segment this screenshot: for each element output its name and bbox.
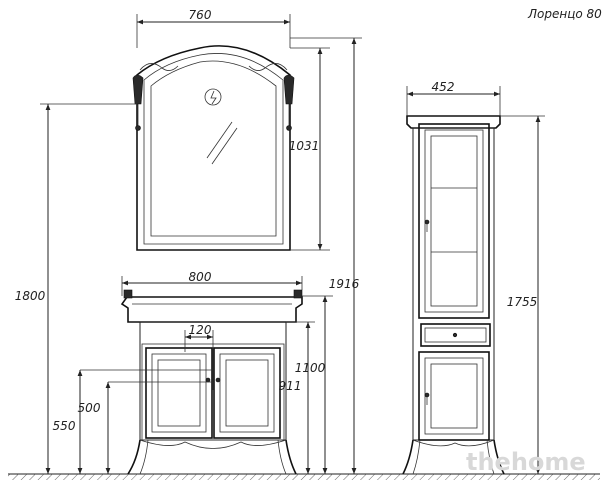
dim-sink-width: 800 bbox=[121, 270, 303, 296]
dim-mirror-height: 1031 bbox=[289, 47, 330, 251]
dim-sink-top-height: 1100 bbox=[295, 295, 333, 474]
dim-label-1031: 1031 bbox=[289, 139, 320, 153]
dim-mirror-width: 760 bbox=[136, 8, 291, 48]
floor bbox=[8, 473, 600, 480]
mirror bbox=[132, 45, 295, 251]
dim-label-1100: 1100 bbox=[295, 361, 326, 375]
column-cabinet bbox=[402, 115, 505, 475]
dim-label-550: 550 bbox=[53, 419, 76, 433]
dim-label-911: 911 bbox=[279, 379, 302, 393]
dim-pipe-height-500: 500 bbox=[78, 382, 111, 474]
dim-label-1755: 1755 bbox=[507, 295, 538, 309]
dim-pipe-height-550: 550 bbox=[53, 370, 83, 474]
dim-label-452: 452 bbox=[432, 80, 455, 94]
dim-total-height: 1916 bbox=[290, 37, 362, 474]
sink-cabinet bbox=[120, 289, 303, 475]
dim-column-width: 452 bbox=[406, 80, 501, 116]
dim-drain-offset: 120 bbox=[184, 323, 214, 390]
dim-label-500: 500 bbox=[78, 401, 101, 415]
power-outlet-icon bbox=[204, 88, 222, 106]
dim-label-760: 760 bbox=[189, 8, 212, 22]
left-sconce bbox=[132, 74, 144, 131]
dim-label-1916: 1916 bbox=[329, 277, 360, 291]
dim-label-120: 120 bbox=[189, 323, 212, 337]
product-title: Лоренцо 80 bbox=[527, 7, 602, 21]
dim-mirror-top-height: 1800 bbox=[15, 103, 137, 474]
dim-column-height: 1755 bbox=[500, 115, 545, 474]
watermark: thehome bbox=[466, 448, 586, 476]
right-sconce bbox=[283, 74, 295, 131]
dim-sink-height: 911 bbox=[279, 321, 315, 474]
dim-label-1800: 1800 bbox=[15, 289, 46, 303]
dim-label-800: 800 bbox=[189, 270, 212, 284]
